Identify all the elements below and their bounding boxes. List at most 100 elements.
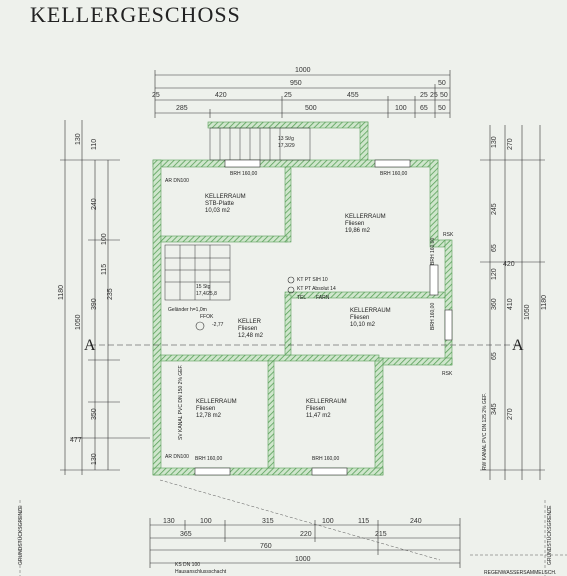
dim-bottom-overall: 1000	[295, 556, 311, 563]
top-dimensions	[154, 70, 451, 118]
room1-area: 10,03 m2	[205, 208, 231, 214]
dim-bottom-220: 220	[300, 531, 312, 538]
dim-top-25b: 25	[284, 92, 292, 99]
staircase-upper	[209, 127, 311, 161]
dim-right-120: 120	[491, 268, 498, 280]
dim-left-110: 110	[91, 139, 98, 150]
left-dimensions	[60, 120, 150, 475]
dim-left-477: 477	[70, 437, 82, 444]
dim-top-overall: 1000	[295, 67, 311, 74]
room2-name: KELLERRAUM	[345, 214, 386, 220]
railing-note: Geländer h=1,0m	[168, 307, 207, 313]
ar-note-1: AR DN100	[165, 178, 189, 184]
dim-top-100: 100	[395, 105, 407, 112]
dim-left-240: 240	[91, 198, 98, 210]
kt-note-1: KT PT SIH 10	[297, 277, 328, 283]
device-markers	[195, 276, 295, 331]
kt-note-2: KT PT Absolut 14	[297, 286, 336, 292]
dim-right-65b: 65	[491, 352, 498, 360]
bottom-dimensions	[149, 518, 461, 568]
dim-top-65: 65	[420, 105, 428, 112]
regenwasser-note: REGENWASSERSAMMELSCH.	[484, 570, 556, 576]
ks-note: KS DN 100	[175, 562, 200, 568]
dim-right-245: 245	[491, 203, 498, 215]
room5-area: 12,78 m2	[196, 413, 222, 419]
dim-top-25a: 25	[152, 92, 160, 99]
room1-floor: STB-Platte	[205, 201, 235, 207]
room6-floor: Fliesen	[306, 406, 325, 412]
brh-note-4: BRH 160,00	[430, 303, 436, 330]
dim-right-130: 130	[491, 136, 498, 148]
dim-bottom-100: 100	[200, 518, 212, 525]
room5-name: KELLERRAUM	[196, 399, 237, 405]
dim-left-1180: 1180	[58, 285, 65, 300]
hausanschluss-note: Hausanschlussschacht	[175, 569, 227, 575]
room3-floor: Fliesen	[350, 315, 369, 321]
brh-note-5: BRH 160,00	[195, 456, 222, 462]
ar-note-2: AR DN100	[165, 454, 189, 460]
brh-note-1: BRH 160,00	[230, 171, 257, 177]
dim-left-130b: 130	[91, 453, 98, 465]
dim-bottom-240: 240	[410, 518, 422, 525]
room6-name: KELLERRAUM	[306, 399, 347, 405]
dim-top-50: 50	[438, 80, 446, 87]
boundary-lines	[19, 479, 567, 576]
dim-right-65: 65	[491, 244, 498, 252]
dim-right-410: 410	[507, 298, 514, 310]
room4-area: 12,48 m2	[238, 333, 264, 339]
ffok-note: FFOK	[200, 314, 214, 320]
dim-left-130: 130	[75, 133, 82, 145]
dim-top-50c: 50	[438, 105, 446, 112]
dim-bottom-365: 365	[180, 531, 192, 538]
dim-top-25c: 25	[420, 92, 428, 99]
dim-right-270b: 270	[507, 408, 514, 420]
room2-floor: Fliesen	[345, 221, 364, 227]
outer-walls	[152, 121, 453, 476]
dim-left-115: 115	[101, 264, 108, 275]
brh-note-2: BRH 160,00	[380, 171, 407, 177]
dim-bottom-215: 215	[375, 531, 387, 538]
boundary-right-note: GRUNDSTÜCKSGRENZE	[546, 505, 553, 565]
room1-name: KELLERRAUM	[205, 194, 246, 200]
stair-mid-note2: 17,4/25,8	[196, 291, 217, 297]
dim-right-420: 420	[503, 261, 515, 268]
right-dimensions	[480, 125, 545, 480]
room5-floor: Fliesen	[196, 406, 215, 412]
dim-right-360: 360	[491, 298, 498, 310]
dim-bottom-115: 115	[358, 518, 369, 525]
dim-top-950: 950	[290, 80, 302, 87]
room3-name: KELLERRAUM	[350, 308, 391, 314]
stair-top-note: 13 St/g	[278, 136, 294, 142]
dim-left-390: 390	[91, 298, 98, 310]
rsk-note-2: RSK	[442, 371, 453, 377]
dim-top-455: 455	[347, 92, 359, 99]
dim-right-345: 345	[491, 403, 498, 415]
stair-mid-note: 15 Stg	[196, 284, 211, 290]
brh-note-3: BRH 160,00	[430, 238, 436, 265]
dim-bottom-100b: 100	[322, 518, 334, 525]
dim-top-50b: 50	[440, 92, 448, 99]
dim-left-235: 235	[107, 288, 114, 300]
staircase-lower	[164, 244, 231, 301]
dim-top-420: 420	[215, 92, 227, 99]
level-note: -2,77	[212, 322, 224, 328]
rsk-note-1: RSK	[443, 232, 454, 238]
stair-top-note2: 17,3/29	[278, 143, 295, 149]
dim-left-350: 350	[91, 408, 98, 420]
interior-walls	[160, 166, 446, 469]
room6-area: 11,47 m2	[306, 413, 331, 419]
dim-left-1050: 1050	[75, 314, 82, 330]
boundary-left-note: GRUNDSTÜCKSGRENZE	[17, 505, 24, 565]
dim-right-270: 270	[507, 138, 514, 150]
dim-right-1180: 1180	[541, 295, 548, 310]
brh-note-6: BRH 160,00	[312, 456, 339, 462]
sv-kanal-note: SV KANAL PVC DN 150 2% GEF.	[178, 365, 184, 440]
window-marks	[194, 159, 453, 476]
rw-kanal-note: RW KANAL PVC DN 125 2% GEF.	[482, 393, 488, 470]
dim-top-25d: 25	[430, 92, 438, 99]
dim-bottom-130: 130	[163, 518, 175, 525]
tel-note: TEL	[297, 295, 306, 301]
dim-top-285: 285	[176, 105, 188, 112]
